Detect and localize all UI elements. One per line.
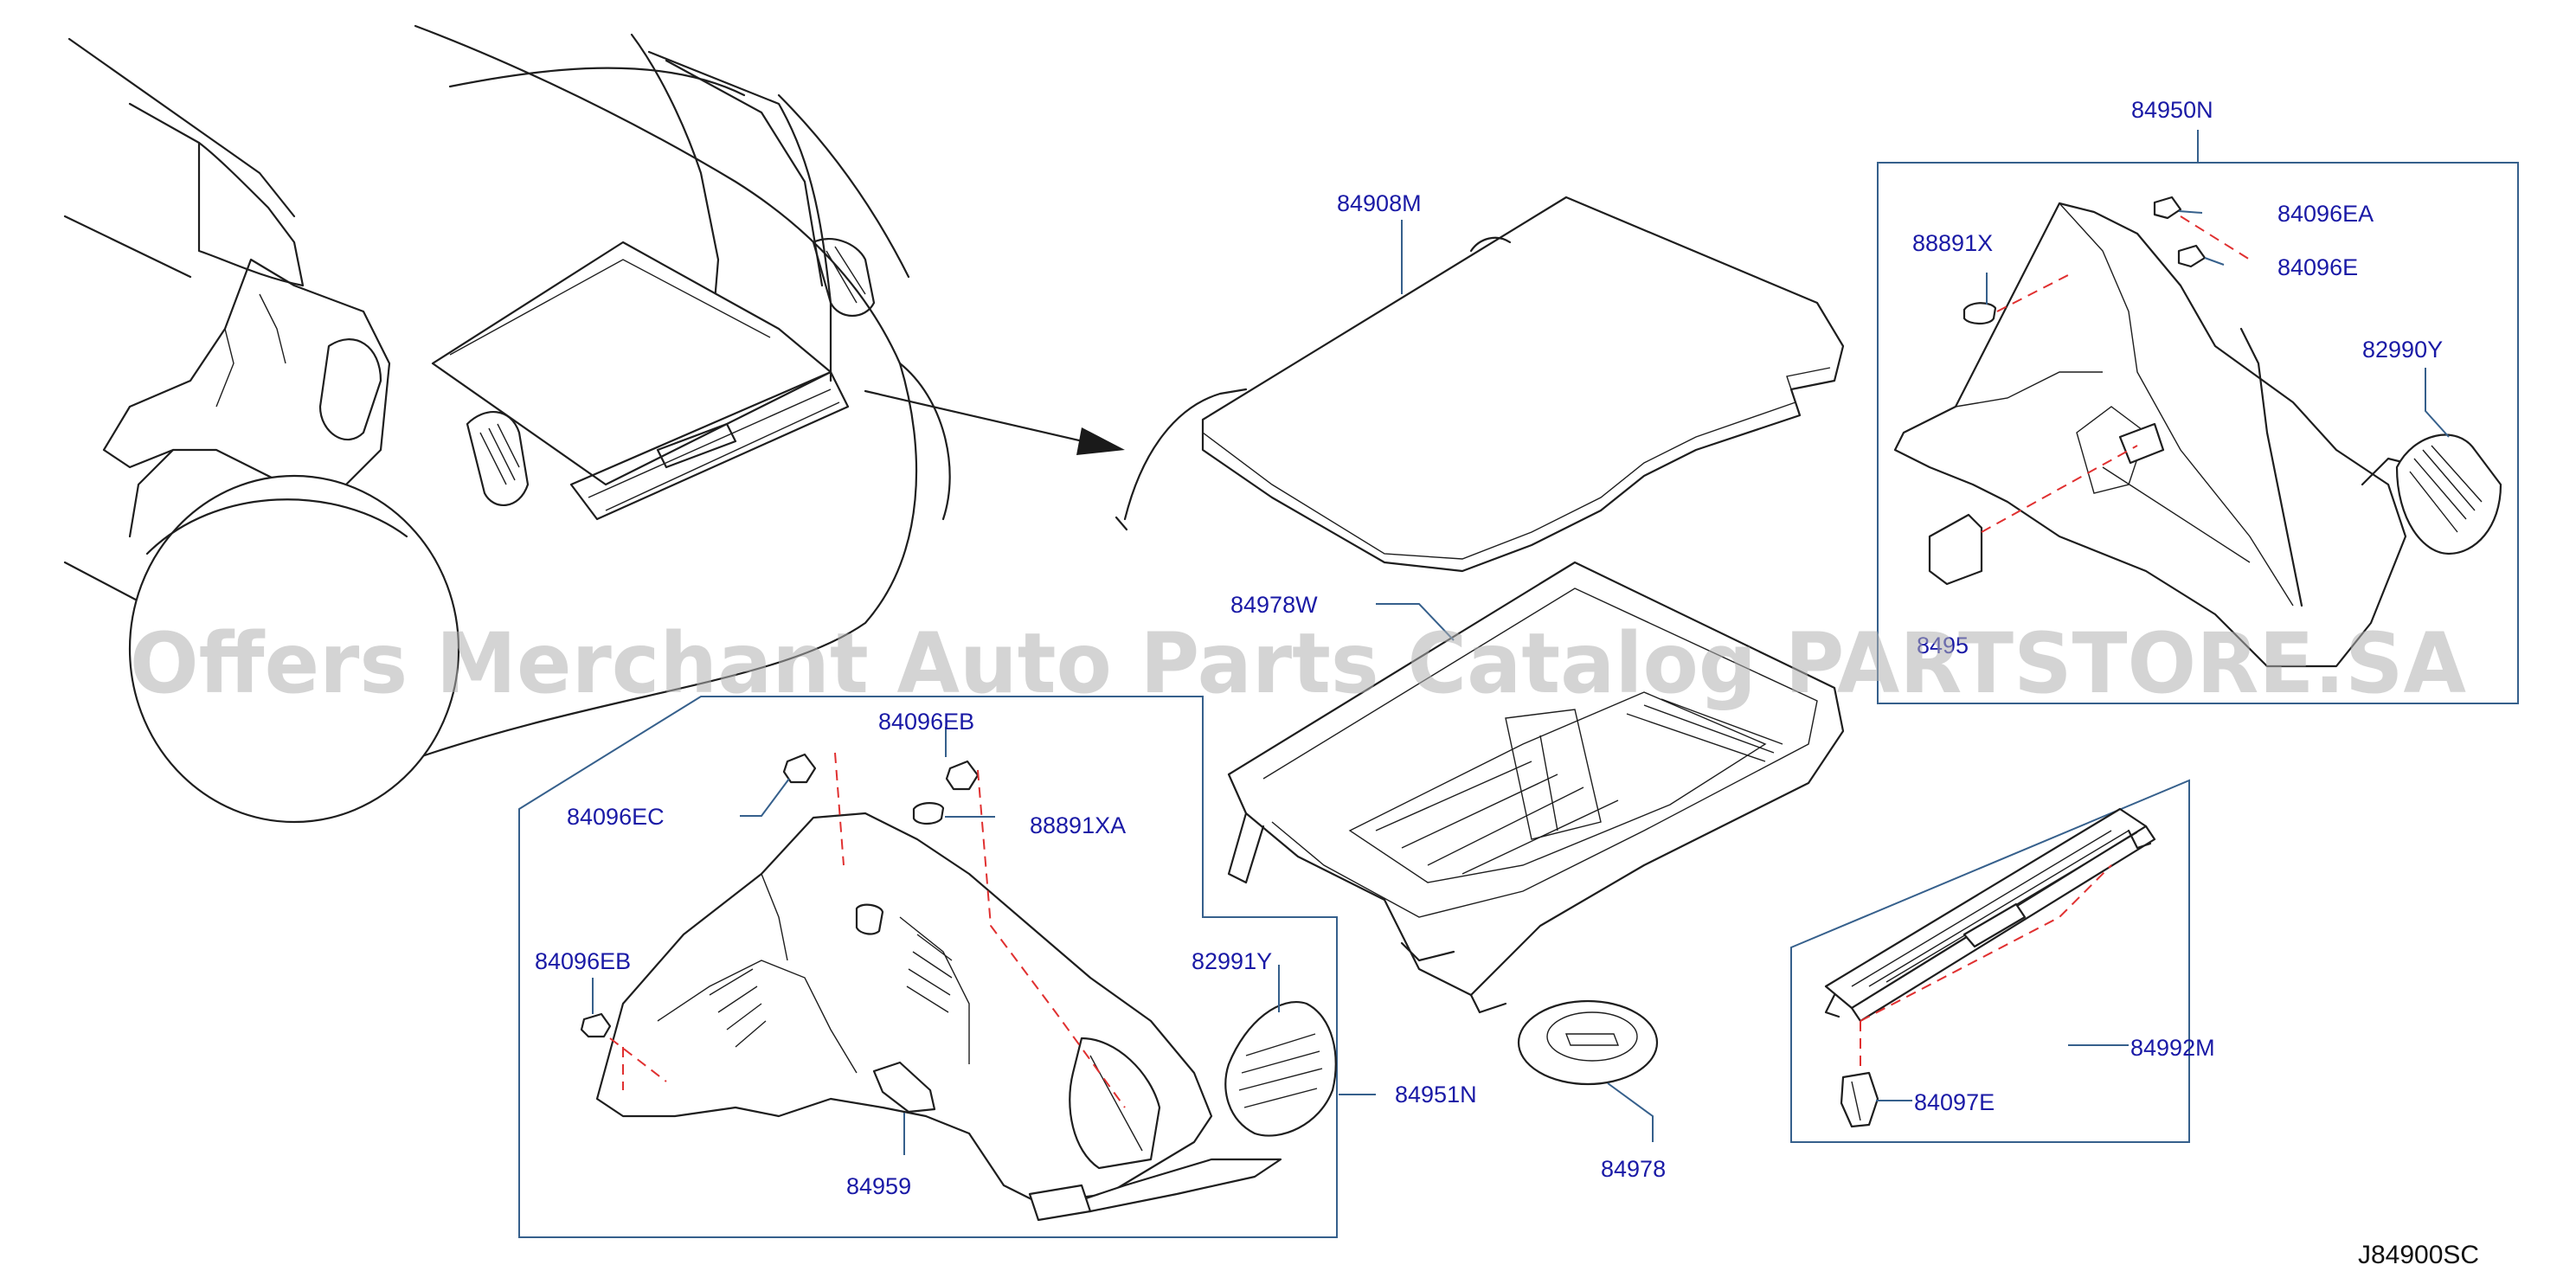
label-84992M: 84992M: [2130, 1035, 2215, 1061]
part-84992M-assembly: [1790, 779, 2190, 1143]
label-88891X: 88891X: [1912, 230, 1993, 256]
label-84978W: 84978W: [1230, 592, 1318, 618]
label-84951N: 84951N: [1395, 1082, 1477, 1107]
label-88891XA: 88891XA: [1030, 812, 1126, 838]
label-84959: 84959: [846, 1173, 911, 1199]
part-84978-grommet: [1517, 999, 1659, 1086]
label-84096EB-top: 84096EB: [878, 709, 974, 735]
part-84951N-assembly: [518, 696, 1338, 1238]
part-84950N-assembly: [1877, 130, 2519, 704]
label-84978: 84978: [1601, 1156, 1666, 1182]
label-8495-partial: 8495: [1917, 632, 1969, 658]
label-84908M: 84908M: [1337, 190, 1422, 216]
label-84950N: 84950N: [2131, 97, 2213, 123]
label-84096EB-left: 84096EB: [535, 948, 631, 974]
part-84978W-tub: [1227, 561, 1845, 1014]
label-82991Y: 82991Y: [1192, 948, 1272, 974]
label-84097E: 84097E: [1914, 1089, 1995, 1115]
diagram-code: J84900SC: [2358, 1241, 2479, 1269]
label-82990Y: 82990Y: [2362, 337, 2443, 363]
label-84096EA: 84096EA: [2277, 201, 2374, 227]
label-84096E: 84096E: [2277, 254, 2358, 280]
vehicle-overview: [63, 24, 1125, 824]
part-labels: 84908M 84950N 84096EA 84096E 88891X 8299…: [535, 97, 2443, 1199]
part-84908M-board: [1115, 196, 1845, 573]
label-84096EC: 84096EC: [567, 804, 665, 830]
watermark-text: Offers Merchant Auto Parts Catalog PARTS…: [130, 615, 2466, 712]
leader-lines: [592, 210, 2450, 1155]
